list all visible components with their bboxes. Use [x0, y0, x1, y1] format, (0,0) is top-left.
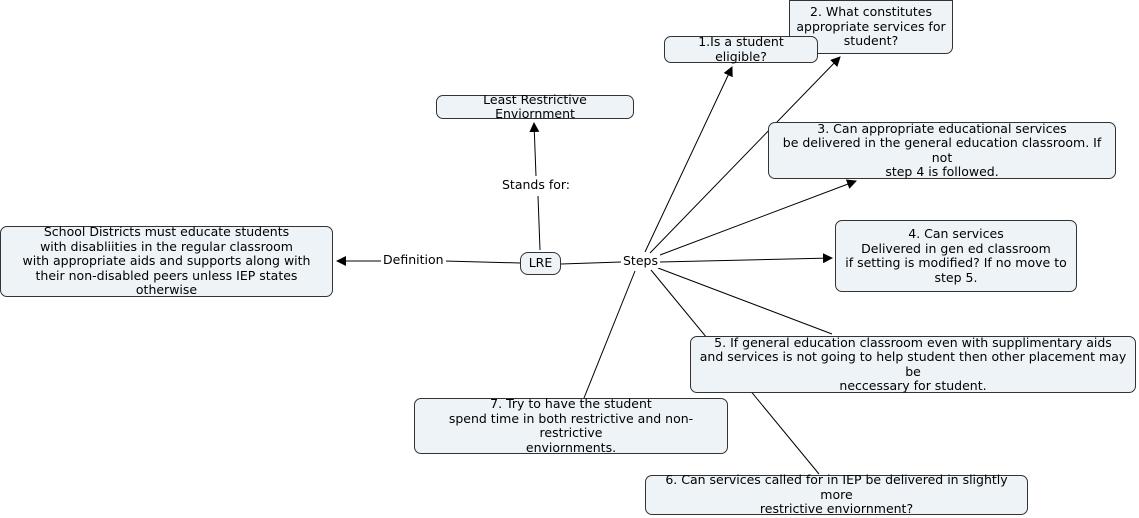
node-definition-text[interactable]: School Districts must educate students w… — [0, 224, 333, 298]
node-step-5[interactable]: 5. If general education classroom even w… — [690, 334, 1136, 393]
link-label-stands-for: Stands for: — [500, 177, 573, 192]
step-2-line-1: 2. What constitutes — [810, 4, 932, 20]
definition-line-4: their non-disabled peers unless IEP stat… — [35, 267, 298, 298]
link-lre-stands-for — [537, 195, 541, 251]
step-2-line-2: appropriate services for — [796, 18, 946, 34]
node-least-restrictive[interactable]: Least Restrictive Enviornment — [436, 91, 634, 121]
step-5-line-2: and services is not going to help studen… — [699, 349, 1127, 379]
link-steps-step1 — [644, 66, 733, 253]
node-step-6[interactable]: 6. Can services called for in IEP be del… — [645, 472, 1028, 517]
step-2-line-3: student? — [843, 33, 899, 49]
node-step-4[interactable]: 4. Can services Delivered in gen ed clas… — [835, 220, 1077, 292]
link-steps-step4 — [659, 253, 833, 264]
step-4-line-3: if setting is modified? If no move to — [845, 255, 1067, 270]
link-label-definition: Definition — [381, 252, 446, 267]
node-lre[interactable]: LRE — [520, 252, 561, 275]
step-7-line-3: enviornments. — [525, 439, 617, 455]
step-6-line-1: 6. Can services called for in IEP be del… — [665, 472, 1008, 502]
step-4-line-4: step 5. — [934, 269, 978, 285]
link-steps-step7 — [583, 270, 636, 399]
node-step-3[interactable]: 3. Can appropriate educational services … — [768, 120, 1116, 179]
link-steps-step3 — [659, 179, 857, 256]
node-least-restrictive-label: Least Restrictive Enviornment — [483, 91, 587, 121]
definition-line-2: with disabliities in the regular classro… — [40, 238, 293, 254]
definition-line-1: School Districts must educate students — [43, 224, 290, 240]
node-step-7[interactable]: 7. Try to have the student spend time in… — [414, 396, 728, 455]
node-lre-label: LRE — [528, 255, 553, 271]
definition-line-3: with appropriate aids and supports along… — [22, 253, 311, 269]
step-5-line-1: 5. If general education classroom even w… — [714, 334, 1112, 350]
step-6-line-2: restrictive enviornment? — [759, 501, 914, 517]
step-3-line-2: be delivered in the general education cl… — [782, 135, 1102, 165]
node-step-1[interactable]: 1.Is a student eligible? — [664, 34, 818, 64]
link-steps-step5 — [657, 267, 833, 335]
link-stands-for-least — [529, 122, 540, 177]
step-5-line-3: neccessary for student. — [839, 378, 987, 393]
link-lre-definition — [443, 260, 521, 264]
step-4-line-1: 4. Can services — [908, 226, 1004, 241]
step-7-line-2: spend time in both restrictive and non-r… — [448, 410, 694, 440]
link-lre-steps — [560, 261, 622, 265]
step-1-label: 1.Is a student eligible? — [698, 34, 784, 64]
link-steps-step2 — [649, 56, 841, 254]
step-7-line-1: 7. Try to have the student — [490, 396, 652, 411]
link-label-steps: Steps — [621, 253, 660, 268]
step-3-line-3: step 4 is followed. — [885, 164, 999, 179]
step-3-line-1: 3. Can appropriate educational services — [817, 120, 1067, 136]
step-4-line-2: Delivered in gen ed classroom — [861, 240, 1051, 256]
